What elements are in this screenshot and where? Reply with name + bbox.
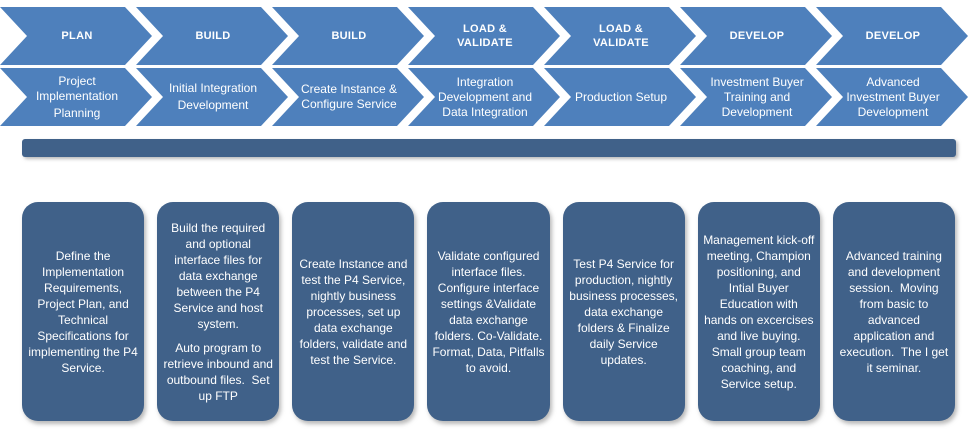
detail-paragraph: Build the required and optional interfac… <box>171 220 269 331</box>
subtitle-line: Production Setup <box>574 89 668 104</box>
subtitle-chevron-initial-integration: Initial Integration Development <box>136 68 288 126</box>
phase-label: BUILD <box>195 30 231 42</box>
phase-chevron-load-validate-2: LOAD & VALIDATE <box>544 7 696 65</box>
subtitle-line: Project Implementation <box>35 73 119 103</box>
phase-label: LOAD & VALIDATE <box>593 23 649 49</box>
phase-detail-card-build-1: Build the required and optional interfac… <box>157 202 280 421</box>
phase-subtitle: Production Setup <box>571 88 671 107</box>
phase-label: DEVELOP <box>865 30 921 42</box>
phase-chevron-develop-1: DEVELOP <box>680 7 832 65</box>
detail-paragraph: Test P4 Service for production, nightly … <box>569 256 682 367</box>
phase-subtitle: Investment Buyer Training and Developmen… <box>707 73 807 122</box>
phase-header-row: PLAN BUILD BUILD LOAD & VALIDATE LOAD & … <box>0 7 968 65</box>
subtitle-chevron-integration-development: Integration Development and Data Integra… <box>408 68 560 126</box>
phase-detail-card-plan: Define the Implementation Requirements, … <box>22 202 145 421</box>
phase-detail-card-load-validate-1: Validate configured interface files. Con… <box>427 202 550 421</box>
phase-subtitle: Project Implementation Planning <box>27 72 127 123</box>
phase-chevron-build-1: BUILD <box>136 7 288 65</box>
subtitle-line: Development <box>177 98 249 112</box>
subtitle-chevron-production-setup: Production Setup <box>544 68 696 126</box>
subtitle-line: Initial Integration <box>168 81 258 95</box>
phase-subtitle: Create Instance & Configure Service <box>299 80 399 114</box>
phase-detail-card-develop-1: Management kick-off meeting, Champion po… <box>697 202 820 421</box>
phase-label: PLAN <box>61 30 93 42</box>
phase-label: LOAD & VALIDATE <box>457 23 513 49</box>
detail-paragraph: Advanced training and development sessio… <box>839 248 952 375</box>
phase-chevron-develop-2: DEVELOP <box>816 7 968 65</box>
detail-paragraph: Create Instance and test the P4 Service,… <box>299 256 411 367</box>
phase-chevron-load-validate-1: LOAD & VALIDATE <box>408 7 560 65</box>
phase-chevron-plan: PLAN <box>0 7 152 65</box>
phase-subtitle: Advanced Investment Buyer Development <box>843 73 943 122</box>
subtitle-line: Create Instance & Configure Service <box>300 82 398 111</box>
subtitle-line: Integration Development and Data Integra… <box>437 74 533 119</box>
subtitle-line: Planning <box>53 105 101 120</box>
detail-paragraph: Define the Implementation Requirements, … <box>28 248 142 375</box>
subtitle-chevron-create-instance: Create Instance & Configure Service <box>272 68 424 126</box>
detail-paragraph: Validate configured interface files. Con… <box>432 248 548 375</box>
subtitle-chevron-project-implementation: Project Implementation Planning <box>0 68 152 126</box>
phase-subtitle: Initial Integration Development <box>163 79 263 115</box>
detail-paragraph: Auto program to retrieve inbound and out… <box>163 340 277 403</box>
phase-detail-card-build-2: Create Instance and test the P4 Service,… <box>292 202 415 421</box>
timeline-bar <box>22 139 956 157</box>
subtitle-line: Advanced Investment Buyer Development <box>846 74 940 119</box>
phase-label: BUILD <box>331 30 367 42</box>
phase-detail-card-develop-2: Advanced training and development sessio… <box>832 202 955 421</box>
subtitle-line: Investment Buyer Training and Developmen… <box>710 74 804 119</box>
subtitle-chevron-buyer-training: Investment Buyer Training and Developmen… <box>680 68 832 126</box>
phase-chevron-build-2: BUILD <box>272 7 424 65</box>
phase-detail-card-load-validate-2: Test P4 Service for production, nightly … <box>562 202 685 421</box>
phase-label: DEVELOP <box>729 30 785 42</box>
phase-subtitle-row: Project Implementation Planning Initial … <box>0 68 968 126</box>
subtitle-chevron-advanced-buyer-development: Advanced Investment Buyer Development <box>816 68 968 126</box>
phase-details-row: Define the Implementation Requirements, … <box>22 202 955 421</box>
phase-subtitle: Integration Development and Data Integra… <box>435 73 535 122</box>
detail-paragraph: Management kick-off meeting, Champion po… <box>703 232 818 391</box>
